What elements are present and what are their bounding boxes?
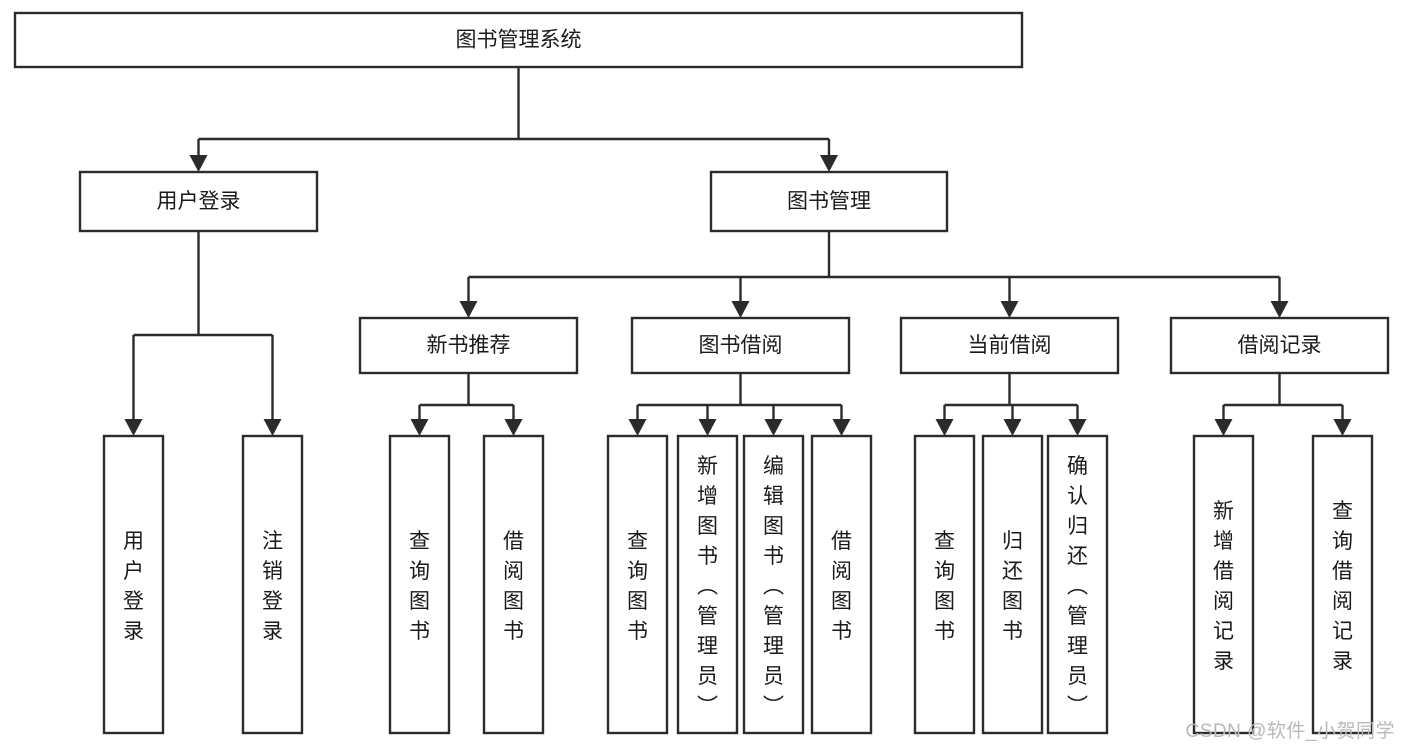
node-box-current-borrow <box>899 316 1120 375</box>
arrow-head-borrow-record <box>1270 301 1289 318</box>
node-label-borrow-record: 借阅记录 <box>1238 334 1322 357</box>
node-box-leaf-borrow-book <box>810 434 873 735</box>
node-label-root: 图书管理系统 <box>456 29 582 52</box>
arrow-head-book-manage <box>820 155 838 172</box>
connector-layer <box>124 67 1352 436</box>
edge-group-book-manage <box>459 231 1289 318</box>
node-user-login[interactable]: 用户登录 <box>78 170 319 233</box>
node-box-leaf-query-book-current <box>913 434 976 735</box>
node-current-borrow[interactable]: 当前借阅 <box>899 316 1120 375</box>
edge-group-book-borrow <box>628 373 851 436</box>
node-root[interactable]: 图书管理系统 <box>13 11 1024 69</box>
node-leaf-edit-book[interactable]: 编辑图书︵管理员︶ <box>742 434 805 735</box>
node-label-new-book-recommend: 新书推荐 <box>427 334 511 357</box>
arrow-head-leaf-add-borrow-record <box>1214 419 1233 436</box>
edge-group-new-book-recommend <box>410 373 523 436</box>
node-label-user-login: 用户登录 <box>157 190 241 213</box>
node-label-leaf-add-borrow-record: 新增借阅记录 <box>1213 500 1234 673</box>
node-box-leaf-edit-book <box>742 434 805 735</box>
node-box-borrow-record <box>1169 316 1390 375</box>
arrow-head-book-borrow <box>731 301 750 318</box>
node-label-book-borrow: 图书借阅 <box>699 334 783 357</box>
edge-group-current-borrow <box>935 373 1087 436</box>
node-leaf-query-book-current[interactable]: 查询图书 <box>913 434 976 735</box>
node-leaf-confirm-return[interactable]: 确认归还︵管理员︶ <box>1046 434 1109 735</box>
node-leaf-logout-login[interactable]: 注销登录 <box>241 434 304 735</box>
node-leaf-query-book-recommend[interactable]: 查询图书 <box>388 434 451 735</box>
arrow-head-leaf-user-login <box>124 419 143 436</box>
node-leaf-user-login[interactable]: 用户登录 <box>102 434 165 735</box>
node-label-book-manage: 图书管理 <box>787 190 871 213</box>
arrow-head-leaf-borrow-book-recommend <box>504 419 523 436</box>
node-box-new-book-recommend <box>358 316 579 375</box>
node-new-book-recommend[interactable]: 新书推荐 <box>358 316 579 375</box>
arrow-head-leaf-return-book <box>1003 419 1022 436</box>
node-book-manage[interactable]: 图书管理 <box>709 170 949 233</box>
node-borrow-record[interactable]: 借阅记录 <box>1169 316 1390 375</box>
node-box-leaf-logout-login <box>241 434 304 735</box>
arrow-head-leaf-query-borrow-record <box>1333 419 1352 436</box>
node-label-leaf-query-borrow-record: 查询借阅记录 <box>1332 500 1353 673</box>
node-box-leaf-query-borrow-record <box>1311 434 1374 735</box>
node-leaf-query-borrow-record[interactable]: 查询借阅记录 <box>1311 434 1374 735</box>
node-box-leaf-user-login <box>102 434 165 735</box>
node-label-leaf-query-book-recommend: 查询图书 <box>409 530 430 643</box>
arrow-head-leaf-confirm-return <box>1068 419 1087 436</box>
arrow-head-leaf-logout-login <box>263 419 282 436</box>
node-box-leaf-query-book-borrow <box>606 434 669 735</box>
arrow-head-leaf-edit-book <box>764 419 783 436</box>
node-label-current-borrow: 当前借阅 <box>968 334 1052 357</box>
node-box-root <box>13 11 1024 69</box>
node-label-leaf-confirm-return: 确认归还︵管理员︶ <box>1067 455 1088 718</box>
node-leaf-add-borrow-record[interactable]: 新增借阅记录 <box>1192 434 1255 735</box>
node-box-leaf-confirm-return <box>1046 434 1109 735</box>
arrow-head-leaf-add-book <box>698 419 717 436</box>
node-label-leaf-add-book: 新增图书︵管理员︶ <box>697 455 718 718</box>
edge-group-root <box>189 67 838 172</box>
node-leaf-return-book[interactable]: 归还图书 <box>981 434 1044 735</box>
arrow-head-user-login <box>189 155 208 172</box>
node-box-book-borrow <box>630 316 851 375</box>
node-label-leaf-user-login: 用户登录 <box>123 530 144 643</box>
node-label-leaf-logout-login: 注销登录 <box>262 530 283 643</box>
node-box-leaf-add-book <box>676 434 739 735</box>
node-box-user-login <box>78 170 319 233</box>
node-leaf-borrow-book[interactable]: 借阅图书 <box>810 434 873 735</box>
node-label-leaf-query-book-current: 查询图书 <box>934 530 955 643</box>
arrow-head-leaf-borrow-book <box>832 419 851 436</box>
node-box-leaf-return-book <box>981 434 1044 735</box>
node-label-leaf-query-book-borrow: 查询图书 <box>627 530 648 643</box>
node-box-book-manage <box>709 170 949 233</box>
node-book-borrow[interactable]: 图书借阅 <box>630 316 851 375</box>
node-leaf-query-book-borrow[interactable]: 查询图书 <box>606 434 669 735</box>
node-leaf-add-book[interactable]: 新增图书︵管理员︶ <box>676 434 739 735</box>
node-label-leaf-return-book: 归还图书 <box>1002 530 1023 643</box>
arrow-head-leaf-query-book-borrow <box>628 419 647 436</box>
node-box-leaf-add-borrow-record <box>1192 434 1255 735</box>
arrow-head-new-book-recommend <box>459 301 478 318</box>
arrow-head-leaf-query-book-current <box>935 419 954 436</box>
node-leaf-borrow-book-recommend[interactable]: 借阅图书 <box>482 434 545 735</box>
node-box-leaf-borrow-book-recommend <box>482 434 545 735</box>
arrow-head-leaf-query-book-recommend <box>410 419 429 436</box>
node-label-leaf-borrow-book-recommend: 借阅图书 <box>503 530 524 643</box>
node-layer: 图书管理系统用户登录图书管理新书推荐图书借阅当前借阅借阅记录用户登录注销登录查询… <box>13 11 1390 735</box>
arrow-head-current-borrow <box>1000 301 1019 318</box>
node-box-leaf-query-book-recommend <box>388 434 451 735</box>
node-label-leaf-borrow-book: 借阅图书 <box>831 530 852 643</box>
node-label-leaf-edit-book: 编辑图书︵管理员︶ <box>763 455 784 718</box>
edge-group-borrow-record <box>1214 373 1352 436</box>
edge-group-user-login <box>124 231 282 436</box>
